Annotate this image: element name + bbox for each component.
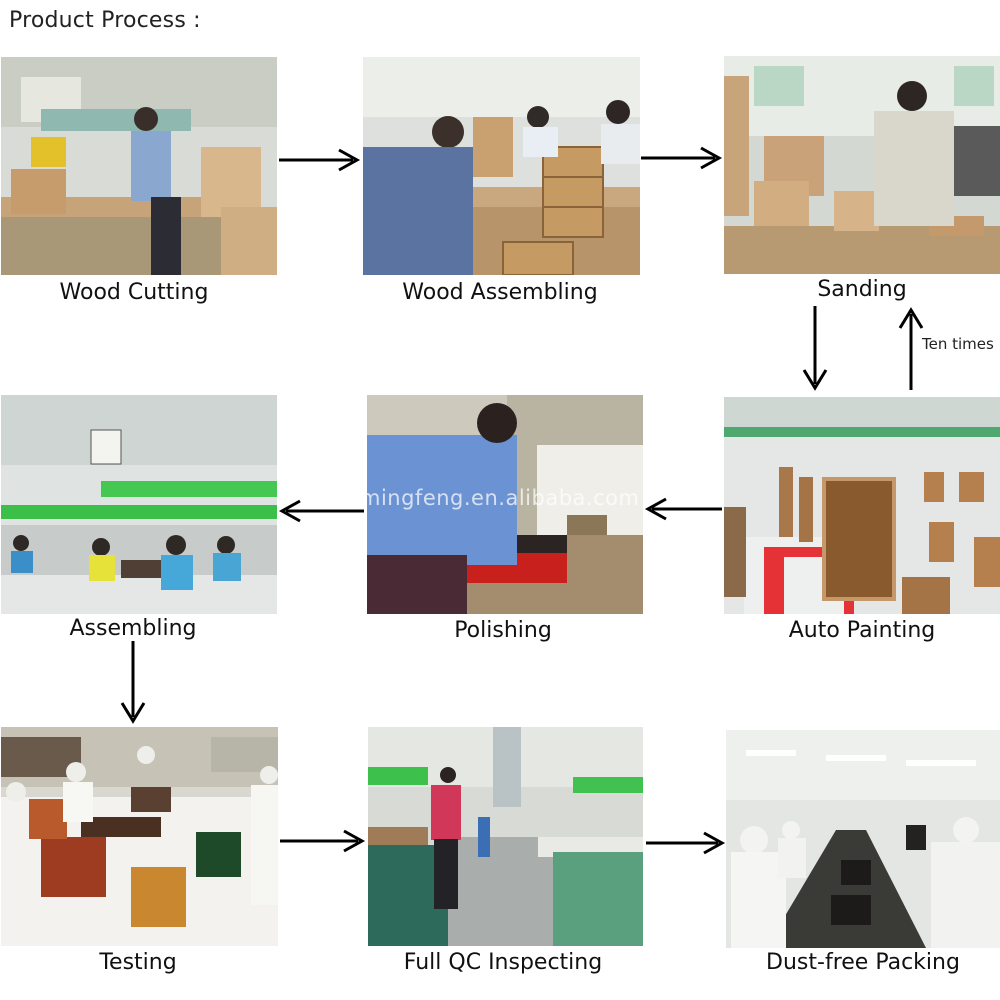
step-label: Polishing bbox=[454, 618, 552, 643]
step-label: Testing bbox=[99, 950, 177, 975]
step-label: Full QC Inspecting bbox=[403, 950, 603, 975]
step-label: Assembling bbox=[69, 616, 197, 641]
step-label: Wood Assembling bbox=[402, 280, 598, 305]
arrow-down-icon bbox=[120, 641, 146, 724]
arrow-right-icon bbox=[280, 829, 366, 853]
photo-assembling bbox=[1, 395, 277, 614]
photo-polishing bbox=[367, 395, 643, 614]
arrow-right-icon bbox=[646, 831, 726, 855]
photo-sanding bbox=[724, 56, 1000, 274]
watermark: mingfeng.en.alibaba.com bbox=[360, 486, 640, 510]
arrow-left-icon bbox=[278, 499, 364, 523]
arrow-left-icon bbox=[644, 497, 722, 521]
step-label: Auto Painting bbox=[788, 618, 936, 643]
arrow-right-icon bbox=[641, 146, 723, 170]
loop-label: Ten times bbox=[922, 335, 994, 353]
arrow-right-icon bbox=[279, 148, 361, 172]
page-title: Product Process : bbox=[9, 8, 201, 33]
photo-wood-assembling bbox=[363, 57, 640, 275]
step-label: Wood Cutting bbox=[59, 280, 209, 305]
arrow-up-icon bbox=[898, 307, 924, 390]
step-label: Sanding bbox=[817, 277, 907, 302]
step-label: Dust-free Packing bbox=[766, 950, 960, 975]
arrow-down-icon bbox=[802, 306, 828, 391]
photo-wood-cutting bbox=[1, 57, 277, 275]
photo-full-qc-inspecting bbox=[368, 727, 643, 946]
photo-testing bbox=[1, 727, 278, 946]
photo-dust-free-packing bbox=[726, 730, 1000, 948]
photo-auto-painting bbox=[724, 397, 1000, 614]
